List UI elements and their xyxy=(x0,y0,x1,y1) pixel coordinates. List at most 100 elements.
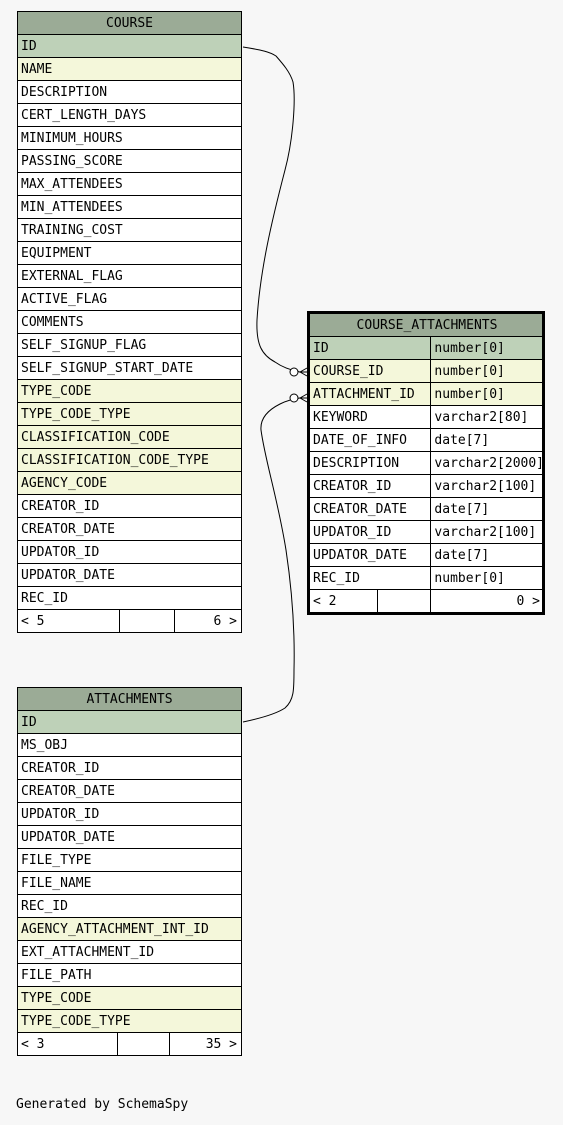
column-row[interactable]: FILE_TYPE xyxy=(17,848,242,872)
column-name[interactable]: CERT_LENGTH_DAYS xyxy=(17,103,242,127)
column-row[interactable]: MINIMUM_HOURS xyxy=(17,126,242,150)
column-row[interactable]: PASSING_SCORE xyxy=(17,149,242,173)
column-name[interactable]: UPDATOR_DATE xyxy=(17,825,242,849)
column-name[interactable]: MIN_ATTENDEES xyxy=(17,195,242,219)
column-name[interactable]: FILE_PATH xyxy=(17,963,242,987)
column-name[interactable]: CREATOR_ID xyxy=(17,494,242,518)
column-name[interactable]: TYPE_CODE_TYPE xyxy=(17,402,242,426)
column-row[interactable]: MAX_ATTENDEES xyxy=(17,172,242,196)
column-name[interactable]: COURSE_ID xyxy=(310,359,432,383)
column-row[interactable]: EXT_ATTACHMENT_ID xyxy=(17,940,242,964)
column-row[interactable]: ID xyxy=(17,34,242,58)
column-name[interactable]: TYPE_CODE xyxy=(17,379,242,403)
column-name[interactable]: UPDATOR_ID xyxy=(17,540,242,564)
column-name[interactable]: CREATOR_ID xyxy=(17,756,242,780)
column-name[interactable]: PASSING_SCORE xyxy=(17,149,242,173)
column-name[interactable]: TRAINING_COST xyxy=(17,218,242,242)
column-name[interactable]: ATTACHMENT_ID xyxy=(310,382,432,406)
column-row[interactable]: SELF_SIGNUP_FLAG xyxy=(17,333,242,357)
column-name[interactable]: UPDATOR_DATE xyxy=(17,563,242,587)
column-row[interactable]: TYPE_CODE_TYPE xyxy=(17,402,242,426)
column-row[interactable]: NAME xyxy=(17,57,242,81)
column-name[interactable]: EXT_ATTACHMENT_ID xyxy=(17,940,242,964)
column-row[interactable]: SELF_SIGNUP_START_DATE xyxy=(17,356,242,380)
column-name[interactable]: DESCRIPTION xyxy=(310,451,432,475)
column-row[interactable]: TYPE_CODE xyxy=(17,379,242,403)
column-name[interactable]: ID xyxy=(17,710,242,734)
column-row[interactable]: CREATOR_DATE xyxy=(17,779,242,803)
column-name[interactable]: AGENCY_CODE xyxy=(17,471,242,495)
column-name[interactable]: REC_ID xyxy=(310,566,432,590)
column-name[interactable]: ID xyxy=(17,34,242,58)
column-name[interactable]: TYPE_CODE xyxy=(17,986,242,1010)
column-row[interactable]: EXTERNAL_FLAG xyxy=(17,264,242,288)
column-name[interactable]: REC_ID xyxy=(17,894,242,918)
column-name[interactable]: FILE_NAME xyxy=(17,871,242,895)
column-row[interactable]: CLASSIFICATION_CODE xyxy=(17,425,242,449)
column-row[interactable]: DESCRIPTION xyxy=(17,80,242,104)
column-row[interactable]: REC_ID xyxy=(17,894,242,918)
column-name[interactable]: CREATOR_DATE xyxy=(17,517,242,541)
column-name[interactable]: KEYWORD xyxy=(310,405,432,429)
column-row[interactable]: ACTIVE_FLAG xyxy=(17,287,242,311)
column-name[interactable]: MINIMUM_HOURS xyxy=(17,126,242,150)
column-name[interactable]: COMMENTS xyxy=(17,310,242,334)
column-name[interactable]: DESCRIPTION xyxy=(17,80,242,104)
column-row[interactable]: EQUIPMENT xyxy=(17,241,242,265)
table-attachments-header[interactable]: ATTACHMENTS xyxy=(17,687,242,711)
column-name[interactable]: DATE_OF_INFO xyxy=(310,428,432,452)
column-name[interactable]: EXTERNAL_FLAG xyxy=(17,264,242,288)
column-row[interactable]: TRAINING_COST xyxy=(17,218,242,242)
column-row[interactable]: MS_OBJ xyxy=(17,733,242,757)
column-name[interactable]: CLASSIFICATION_CODE_TYPE xyxy=(17,448,242,472)
column-row[interactable]: TYPE_CODE_TYPE xyxy=(17,1009,242,1033)
column-name[interactable]: NAME xyxy=(17,57,242,81)
column-row[interactable]: TYPE_CODE xyxy=(17,986,242,1010)
column-name[interactable]: CREATOR_DATE xyxy=(310,497,432,521)
column-row[interactable]: FILE_NAME xyxy=(17,871,242,895)
column-row[interactable]: REC_ID xyxy=(17,586,242,610)
column-row[interactable]: UPDATOR_DATE xyxy=(17,563,242,587)
column-name[interactable]: AGENCY_ATTACHMENT_INT_ID xyxy=(17,917,242,941)
column-name[interactable]: CLASSIFICATION_CODE xyxy=(17,425,242,449)
column-name[interactable]: FILE_TYPE xyxy=(17,848,242,872)
column-row[interactable]: CERT_LENGTH_DAYS xyxy=(17,103,242,127)
column-name[interactable]: MS_OBJ xyxy=(17,733,242,757)
column-row[interactable]: CREATOR_DATE xyxy=(17,517,242,541)
column-row[interactable]: CREATOR_ID xyxy=(17,756,242,780)
column-row[interactable]: ID xyxy=(17,710,242,734)
column-row[interactable]: AGENCY_ATTACHMENT_INT_ID xyxy=(17,917,242,941)
column-name[interactable]: CREATOR_DATE xyxy=(17,779,242,803)
table-course-attachments-header[interactable]: COURSE_ATTACHMENTS xyxy=(310,314,542,337)
column-row[interactable]: CLASSIFICATION_CODE_TYPE xyxy=(17,448,242,472)
column-name[interactable]: UPDATOR_ID xyxy=(310,520,432,544)
table-course-header[interactable]: COURSE xyxy=(17,11,242,35)
column-name[interactable]: ACTIVE_FLAG xyxy=(17,287,242,311)
column-name[interactable]: UPDATOR_DATE xyxy=(310,543,432,567)
column-name[interactable]: UPDATOR_ID xyxy=(17,802,242,826)
column-row[interactable]: MIN_ATTENDEES xyxy=(17,195,242,219)
column-row[interactable]: UPDATOR_ID xyxy=(17,540,242,564)
column-row[interactable]: FILE_PATH xyxy=(17,963,242,987)
column-name[interactable]: CREATOR_ID xyxy=(310,474,432,498)
column-name[interactable]: TYPE_CODE_TYPE xyxy=(17,1009,242,1033)
column-name[interactable]: SELF_SIGNUP_START_DATE xyxy=(17,356,242,380)
column-name[interactable]: SELF_SIGNUP_FLAG xyxy=(17,333,242,357)
column-name[interactable]: ID xyxy=(310,336,432,360)
column-row[interactable]: UPDATOR_ID xyxy=(17,802,242,826)
column-name[interactable]: EQUIPMENT xyxy=(17,241,242,265)
